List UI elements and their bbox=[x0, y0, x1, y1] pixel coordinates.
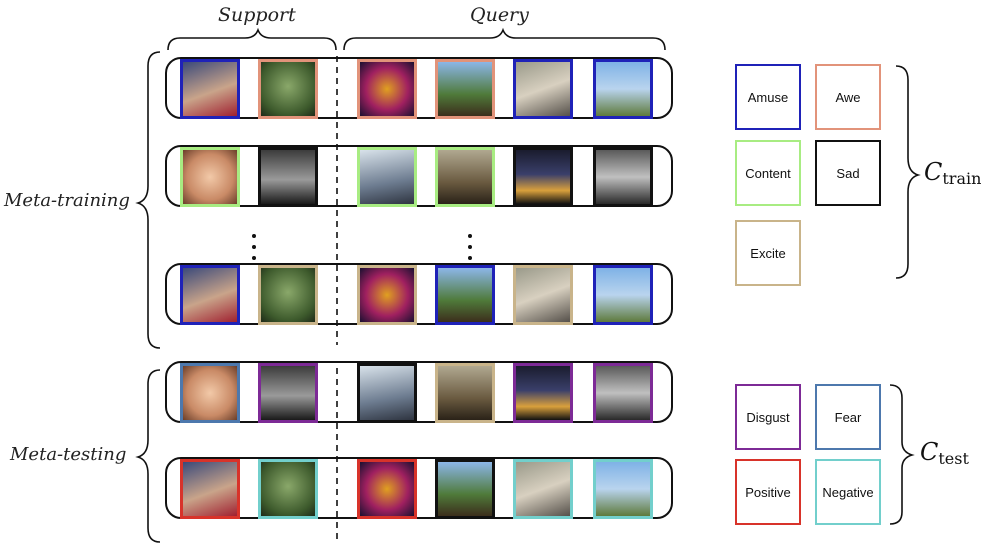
photo-thumbnail bbox=[183, 150, 237, 204]
query-image-amuse bbox=[593, 59, 653, 119]
query-header: Query bbox=[470, 4, 529, 26]
photo-thumbnail bbox=[516, 462, 570, 516]
query-image-awe bbox=[357, 59, 417, 119]
query-image-sad bbox=[593, 147, 653, 207]
photo-thumbnail bbox=[183, 462, 237, 516]
photo-thumbnail bbox=[596, 366, 650, 420]
photo-thumbnail bbox=[516, 268, 570, 322]
episode-row bbox=[165, 361, 673, 423]
support-image-sad bbox=[258, 147, 318, 207]
photo-thumbnail bbox=[596, 462, 650, 516]
photo-thumbnail bbox=[438, 462, 492, 516]
query-image-disgust bbox=[513, 363, 573, 423]
test-set-brace bbox=[889, 384, 915, 525]
support-image-content bbox=[180, 147, 240, 207]
photo-thumbnail bbox=[596, 62, 650, 116]
support-image-awe bbox=[258, 59, 318, 119]
query-image-excite bbox=[357, 265, 417, 325]
class-awe: Awe bbox=[815, 64, 881, 130]
support-image-fear bbox=[180, 363, 240, 423]
meta-testing-brace bbox=[135, 369, 161, 543]
photo-thumbnail bbox=[360, 62, 414, 116]
class-excite: Excite bbox=[735, 220, 801, 286]
photo-thumbnail bbox=[596, 268, 650, 322]
query-image-excite bbox=[435, 363, 495, 423]
query-image-sad bbox=[435, 459, 495, 519]
photo-thumbnail bbox=[596, 150, 650, 204]
query-image-amuse bbox=[435, 265, 495, 325]
class-fear: Fear bbox=[815, 384, 881, 450]
photo-thumbnail bbox=[438, 366, 492, 420]
support-image-negative bbox=[258, 459, 318, 519]
query-image-content bbox=[357, 147, 417, 207]
photo-thumbnail bbox=[360, 462, 414, 516]
photo-thumbnail bbox=[183, 366, 237, 420]
query-brace bbox=[343, 27, 666, 51]
class-amuse: Amuse bbox=[735, 64, 801, 130]
query-image-amuse bbox=[513, 59, 573, 119]
photo-thumbnail bbox=[261, 62, 315, 116]
episode-row bbox=[165, 57, 673, 119]
support-image-amuse bbox=[180, 265, 240, 325]
photo-thumbnail bbox=[360, 268, 414, 322]
episode-row bbox=[165, 263, 673, 325]
photo-thumbnail bbox=[516, 366, 570, 420]
photo-thumbnail bbox=[261, 366, 315, 420]
photo-thumbnail bbox=[438, 150, 492, 204]
support-image-disgust bbox=[258, 363, 318, 423]
class-negative: Negative bbox=[815, 459, 881, 525]
query-image-negative bbox=[513, 459, 573, 519]
query-image-content bbox=[435, 147, 495, 207]
support-image-amuse bbox=[180, 59, 240, 119]
query-image-sad bbox=[357, 363, 417, 423]
query-image-awe bbox=[435, 59, 495, 119]
class-content: Content bbox=[735, 140, 801, 206]
episode-row bbox=[165, 145, 673, 207]
support-header: Support bbox=[218, 4, 296, 26]
photo-thumbnail bbox=[183, 268, 237, 322]
query-image-positive bbox=[357, 459, 417, 519]
support-brace bbox=[167, 27, 337, 51]
meta-testing-label: Meta-testing bbox=[10, 444, 127, 465]
query-image-excite bbox=[513, 265, 573, 325]
support-image-excite bbox=[258, 265, 318, 325]
meta-training-brace bbox=[135, 51, 161, 349]
photo-thumbnail bbox=[438, 268, 492, 322]
photo-thumbnail bbox=[261, 268, 315, 322]
photo-thumbnail bbox=[360, 150, 414, 204]
query-image-sad bbox=[513, 147, 573, 207]
episode-row bbox=[165, 457, 673, 519]
query-image-amuse bbox=[593, 265, 653, 325]
query-image-negative bbox=[593, 459, 653, 519]
photo-thumbnail bbox=[183, 62, 237, 116]
photo-thumbnail bbox=[438, 62, 492, 116]
support-image-positive bbox=[180, 459, 240, 519]
class-positive: Positive bbox=[735, 459, 801, 525]
query-ellipsis bbox=[468, 234, 472, 267]
photo-thumbnail bbox=[516, 150, 570, 204]
test-set-label: Ctest bbox=[920, 438, 969, 468]
meta-training-label: Meta-training bbox=[4, 190, 130, 211]
train-set-brace bbox=[895, 65, 921, 279]
photo-thumbnail bbox=[360, 366, 414, 420]
train-set-label: Ctrain bbox=[924, 158, 982, 188]
photo-thumbnail bbox=[516, 62, 570, 116]
query-image-disgust bbox=[593, 363, 653, 423]
support-ellipsis bbox=[252, 234, 256, 267]
class-sad: Sad bbox=[815, 140, 881, 206]
class-disgust: Disgust bbox=[735, 384, 801, 450]
photo-thumbnail bbox=[261, 150, 315, 204]
photo-thumbnail bbox=[261, 462, 315, 516]
